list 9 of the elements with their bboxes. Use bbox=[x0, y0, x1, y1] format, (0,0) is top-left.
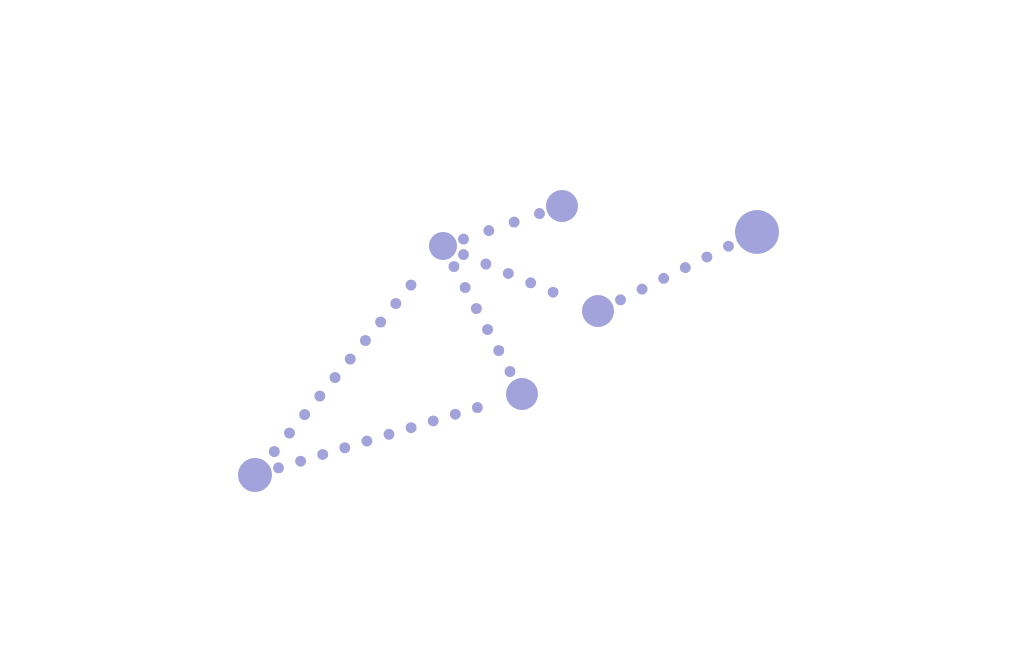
dotted-connector bbox=[448, 261, 516, 377]
circle-node bbox=[582, 295, 614, 327]
circle-node bbox=[735, 210, 779, 254]
circle-node bbox=[429, 232, 457, 260]
circle-node bbox=[506, 378, 538, 410]
circle-node bbox=[238, 458, 272, 492]
dotted-connector bbox=[615, 240, 734, 306]
circle-node bbox=[546, 190, 578, 222]
dotted-connector bbox=[458, 208, 545, 245]
